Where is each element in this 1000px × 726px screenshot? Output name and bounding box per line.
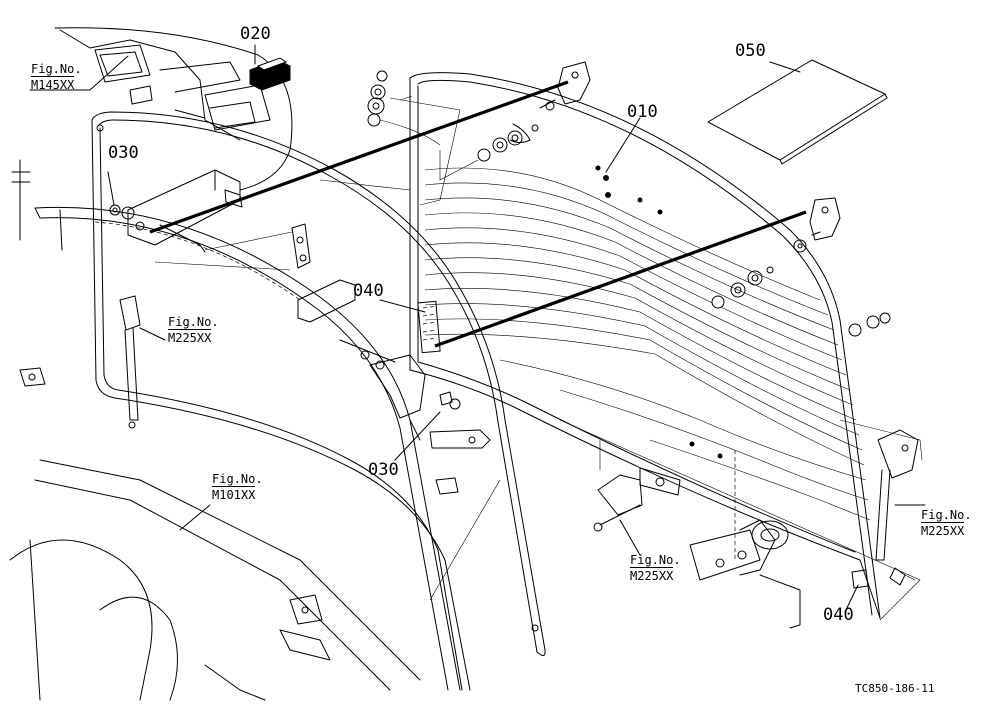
glass-hinge-top (477, 61, 591, 162)
top-bolt-stack (367, 70, 461, 206)
cab-detail-inset (54, 27, 293, 191)
upper-hinge (109, 169, 243, 253)
fig-ref-m225xx-left: Fig.No. M225XX (168, 315, 219, 345)
connector-line-upper (149, 80, 569, 234)
label-050: 050 (735, 41, 766, 61)
fig-ref-m101xx: Fig.No. M101XX (212, 472, 263, 502)
label-040-bottom: 040 (823, 605, 854, 625)
assembly-lines (379, 95, 921, 621)
label-040-top: 040 (353, 281, 384, 301)
seal-040 (417, 300, 869, 589)
glass-hinge-right (711, 197, 891, 337)
switch-020 (249, 57, 291, 91)
label-030-bottom: 030 (368, 460, 399, 480)
fig-ref-m145xx: Fig.No. M145XX (31, 62, 82, 92)
gas-strut-right (839, 419, 923, 586)
connector-line-lower (434, 210, 807, 348)
fig-ref-m225xx-right: Fig.No. M225XX (921, 508, 972, 538)
lower-hinge (593, 450, 801, 629)
rear-glass-010 (409, 72, 881, 619)
drawing-code: TC850-186-11 (855, 682, 935, 695)
door-frame (91, 111, 546, 691)
label-leaders (29, 44, 926, 613)
fig-ref-m225xx-center: Fig.No. M225XX (630, 553, 681, 583)
cab-floor (9, 459, 421, 701)
side-latch (297, 279, 491, 495)
door-bracket (154, 179, 411, 271)
label-020: 020 (240, 24, 271, 44)
gas-strut-left (19, 295, 141, 429)
sheet-050 (707, 59, 888, 165)
label-010: 010 (627, 102, 658, 122)
cab-beam (11, 159, 461, 691)
label-030-top: 030 (108, 143, 139, 163)
